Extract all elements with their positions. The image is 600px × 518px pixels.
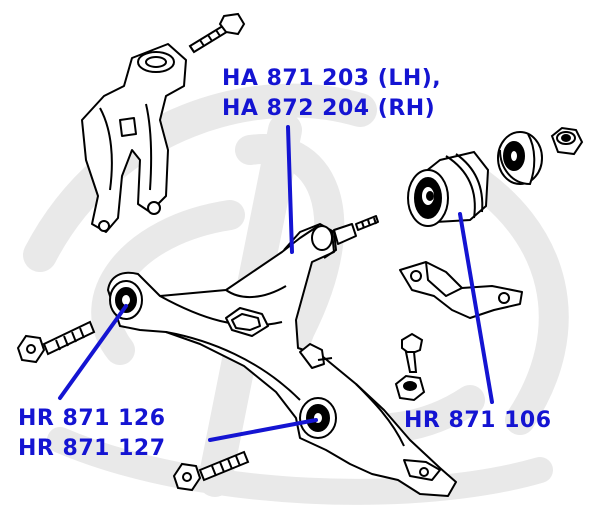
mounting-bracket [399, 261, 523, 319]
front-bushing [109, 280, 143, 320]
rear-bushing-in-arm [299, 397, 337, 439]
bushing-nut [550, 126, 584, 156]
bushing-washer [497, 131, 543, 186]
steering-knuckle [81, 43, 187, 233]
pointer-left-2 [208, 418, 318, 442]
lower-control-arm [107, 215, 457, 497]
compliance-bushing [407, 150, 490, 227]
part-number-front-bushing-2: HR 871 127 [18, 436, 166, 461]
small-bolt [401, 332, 424, 373]
part-number-compliance-bushing: HR 871 106 [404, 408, 552, 433]
pointer-lines [58, 125, 494, 442]
part-number-upper-arm-lh: HA 871 203 (LH), [222, 66, 442, 91]
part-number-upper-arm-rh: HA 872 204 (RH) [222, 96, 436, 121]
part-number-front-bushing-1: HR 871 126 [18, 406, 166, 431]
rear-bolt [172, 450, 250, 492]
pointer-left-1 [58, 304, 128, 400]
front-bolt [16, 320, 96, 364]
pointer-right [458, 212, 494, 404]
small-nut [394, 374, 426, 402]
knuckle-bolt [188, 12, 246, 54]
pointer-top [286, 125, 294, 254]
